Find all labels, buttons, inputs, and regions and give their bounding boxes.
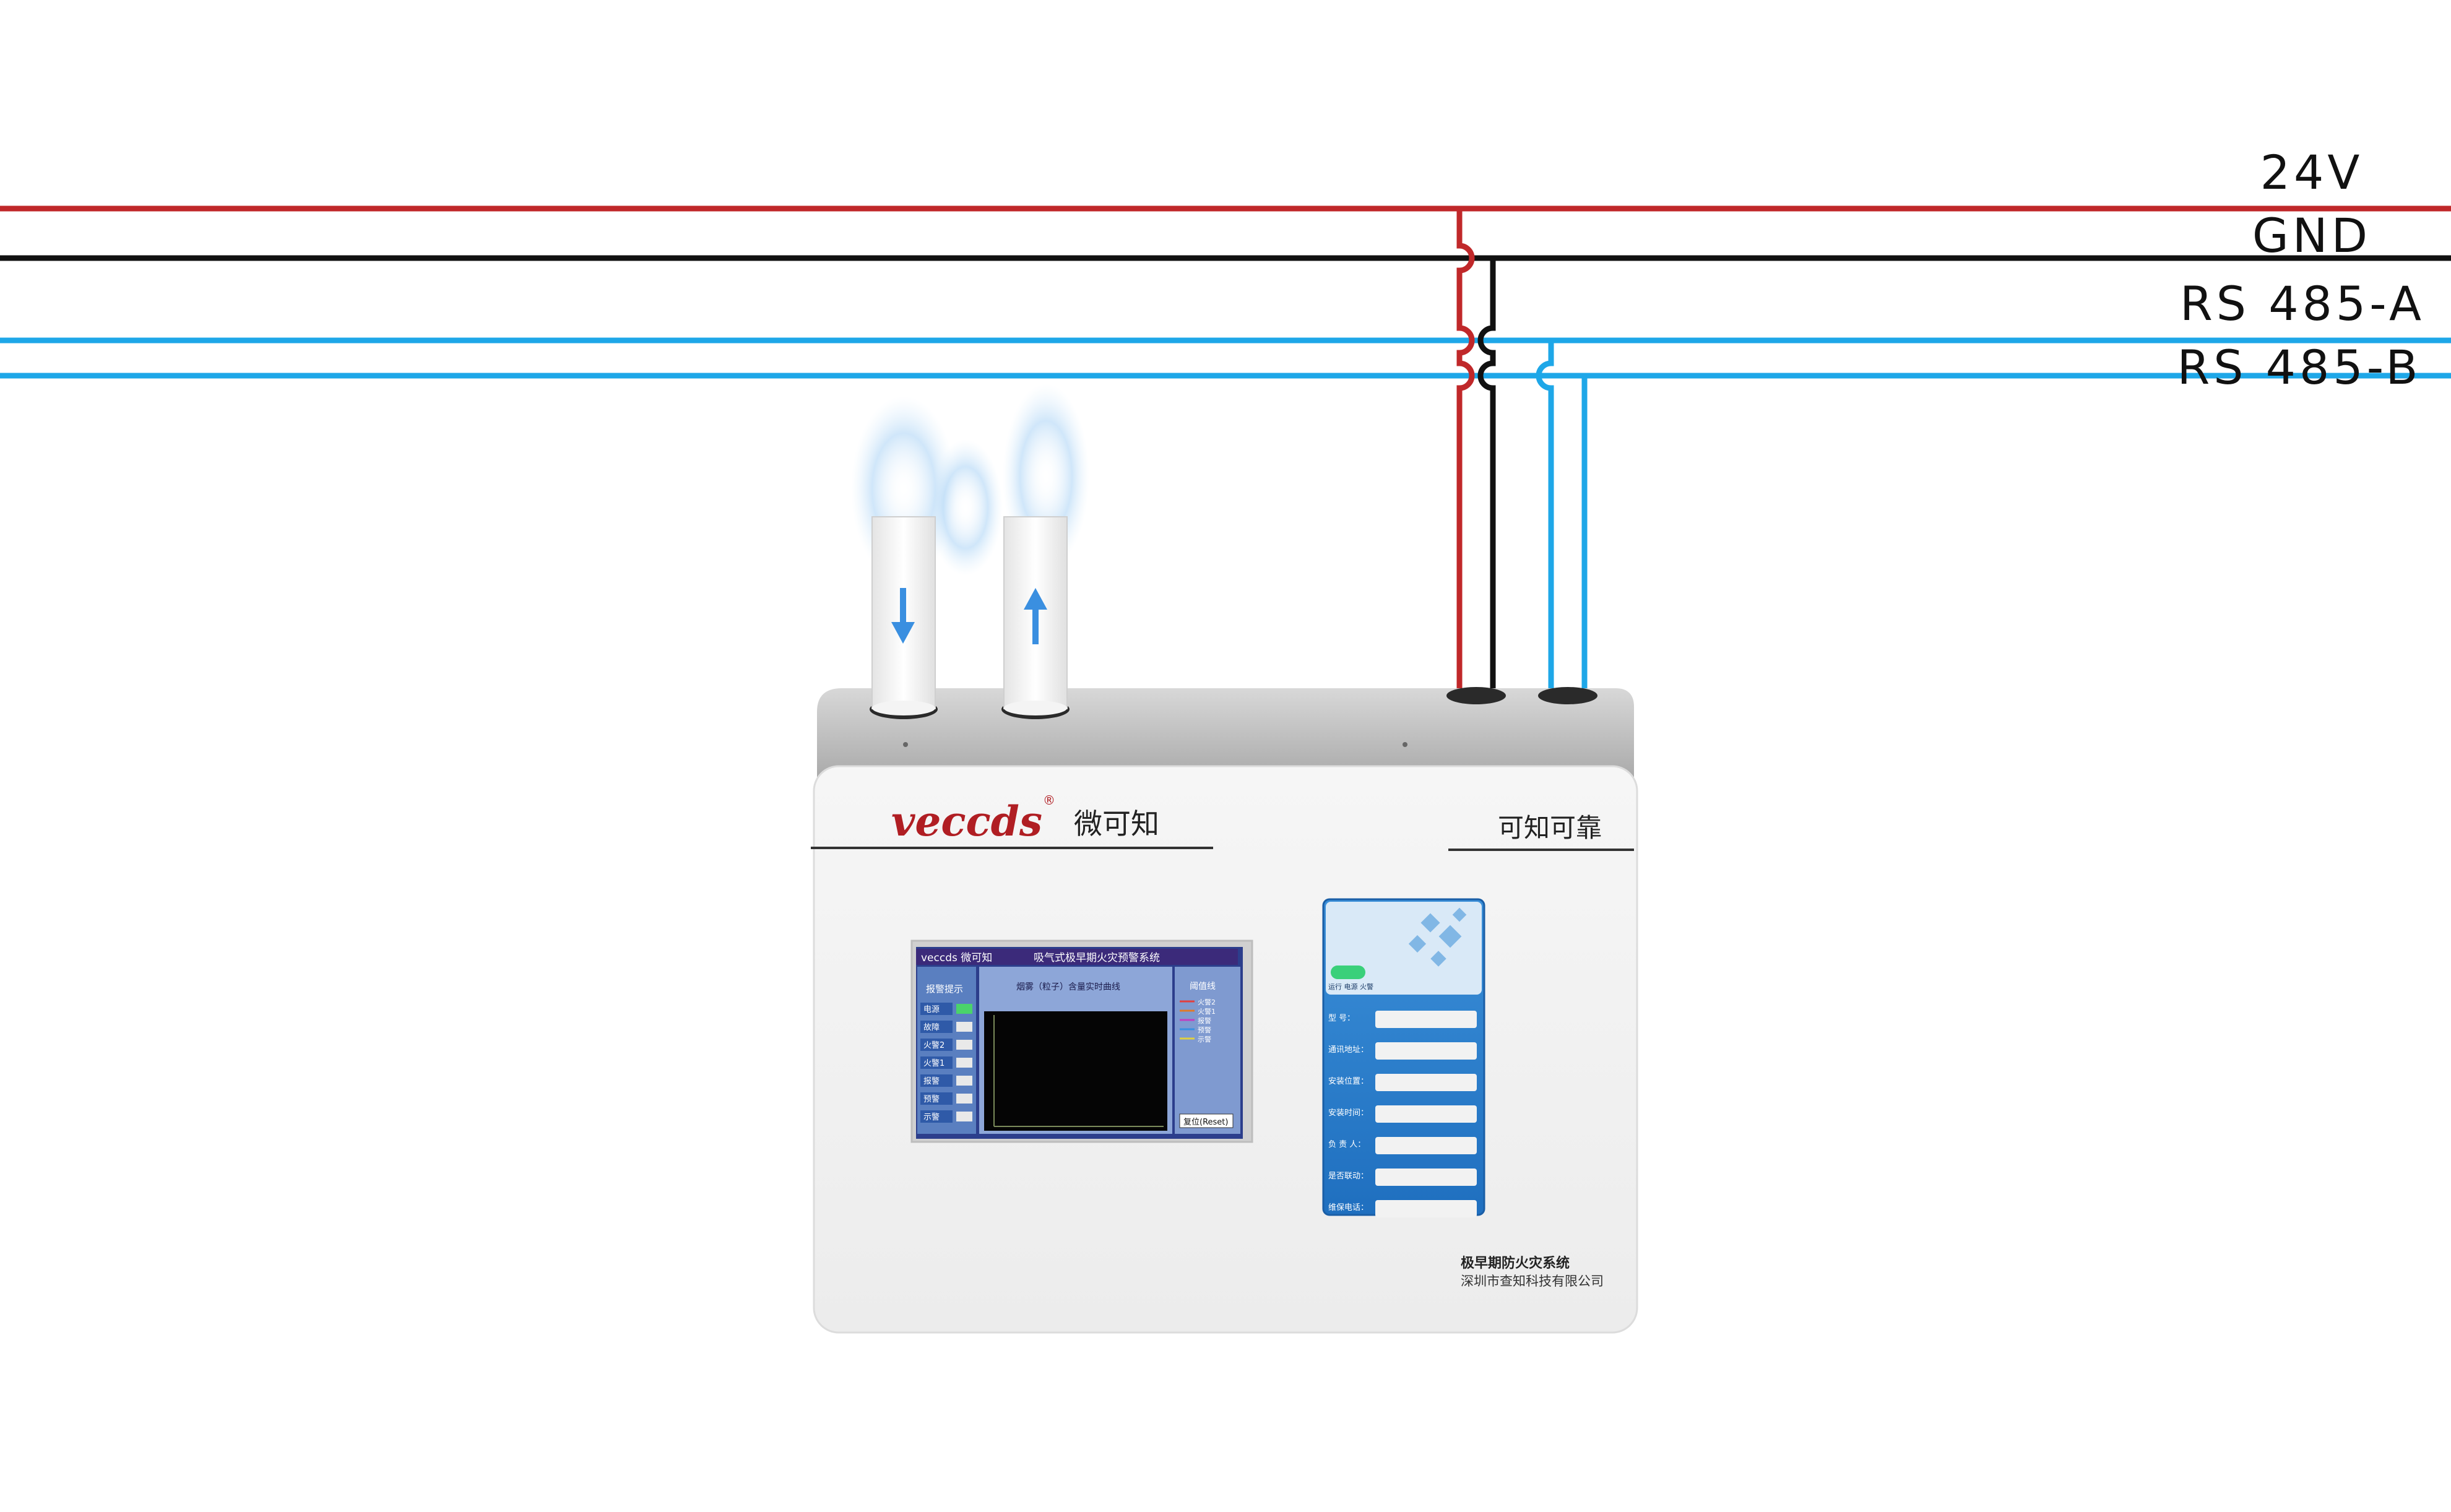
alarm-indicator-item: 火警1 <box>920 1056 972 1069</box>
card-field: 维保电话： <box>1328 1200 1477 1217</box>
alarm-indicator-lamp <box>956 1112 972 1121</box>
label-card: 运行 电源 火警 型 号： 通讯地址： 安装位置： 安装时间： 负 责 人： 是否联动： 维… <box>1322 898 1485 1217</box>
legend-item-label: 火警2 <box>1198 998 1216 1006</box>
brand-registered-mark: ® <box>1043 793 1055 808</box>
card-field: 型 号： <box>1328 1011 1477 1028</box>
alarm-indicator-lamp <box>956 1076 972 1086</box>
alarm-indicator-label: 预警 <box>923 1094 940 1104</box>
screen-header-title: 吸气式极早期火灾预警系统 <box>1034 952 1160 964</box>
alarm-indicator-label: 火警1 <box>923 1058 945 1068</box>
card-field-value-box[interactable] <box>1375 1169 1477 1186</box>
card-field: 安装时间： <box>1328 1105 1477 1123</box>
alarm-indicator-item: 故障 <box>920 1021 972 1033</box>
reset-button-label: 复位(Reset) <box>1183 1118 1228 1127</box>
card-field-label: 型 号： <box>1328 1014 1355 1023</box>
card-field-label: 安装位置： <box>1328 1077 1368 1086</box>
alarm-indicator-item: 示警 <box>920 1110 972 1123</box>
card-field-label: 是否联动： <box>1328 1172 1368 1181</box>
detector-device: veccds ® 微可知 可知可靠 veccds 微可知 吸气式极早期火灾预警系… <box>811 687 1638 1334</box>
card-field: 通讯地址： <box>1328 1042 1477 1060</box>
arrow-down-icon <box>891 588 915 644</box>
alarm-indicator-label: 电源 <box>923 1005 940 1014</box>
alarm-indicator-lamp <box>956 1094 972 1104</box>
brand-cn-name: 微可知 <box>1074 807 1159 840</box>
legend-item: 报警 <box>1180 1016 1211 1025</box>
card-field-label: 负 责 人： <box>1328 1140 1365 1149</box>
screen-chart-title: 烟雾（粒子）含量实时曲线 <box>1016 982 1120 992</box>
card-field-label: 安装时间： <box>1328 1108 1368 1118</box>
card-field-label: 维保电话： <box>1328 1203 1368 1212</box>
alarm-indicator-item: 火警2 <box>920 1039 972 1051</box>
arrow-up-icon <box>1024 588 1047 644</box>
label-rs485a: RS 485-A <box>2180 276 2425 331</box>
power-status-led <box>1331 966 1365 979</box>
company-name: 深圳市查知科技有限公司 <box>1461 1274 1604 1289</box>
legend-item-label: 火警1 <box>1198 1007 1216 1016</box>
system-name: 极早期防火灾系统 <box>1461 1255 1570 1271</box>
alarm-indicator-label: 报警 <box>923 1076 940 1086</box>
card-field: 是否联动： <box>1328 1169 1477 1186</box>
screen-right-title: 阈值线 <box>1190 982 1216 991</box>
card-field-value-box[interactable] <box>1375 1200 1477 1217</box>
alarm-indicator-lamp <box>956 1004 972 1014</box>
screen-header-bar <box>916 949 1238 965</box>
lcd-screen: veccds 微可知 吸气式极早期火灾预警系统 报警提示 电源故障火警2火警1报… <box>910 940 1253 1143</box>
drop-24v-wire <box>1456 209 1475 693</box>
card-field-value-box[interactable] <box>1375 1105 1477 1123</box>
drop-gnd-wire <box>1477 258 1496 693</box>
card-field-label: 通讯地址： <box>1328 1045 1368 1055</box>
reset-button[interactable] <box>1179 1113 1234 1128</box>
legend-item: 预警 <box>1180 1026 1211 1034</box>
card-field: 安装位置： <box>1328 1074 1477 1091</box>
alarm-indicator-lamp <box>956 1022 972 1032</box>
alarm-indicator-label: 火警2 <box>923 1040 945 1050</box>
card-decoration <box>1408 907 1467 967</box>
label-gnd: GND <box>2252 208 2371 263</box>
alarm-indicator-label: 示警 <box>923 1112 940 1122</box>
card-field-value-box[interactable] <box>1375 1042 1477 1060</box>
legend-item-label: 示警 <box>1198 1035 1211 1043</box>
legend-item: 火警1 <box>1180 1007 1216 1016</box>
alarm-indicator-item: 电源 <box>920 1003 972 1015</box>
card-status-text: 运行 电源 火警 <box>1328 982 1373 991</box>
sampling-pipes <box>871 516 1068 715</box>
alarm-indicator-label: 故障 <box>923 1023 940 1032</box>
card-field-value-box[interactable] <box>1375 1137 1477 1154</box>
drop-rs485a-wire <box>1536 340 1554 693</box>
comm-port <box>1538 687 1597 704</box>
legend-item: 示警 <box>1180 1035 1211 1043</box>
card-field-list: 型 号： 通讯地址： 安装位置： 安装时间： 负 责 人： 是否联动： 维保电话： <box>1328 1011 1477 1217</box>
alarm-indicator-item: 预警 <box>920 1092 972 1105</box>
bus-labels: 24V GND RS 485-A RS 485-B <box>2177 145 2425 395</box>
card-field-value-box[interactable] <box>1375 1074 1477 1091</box>
brand-logo: veccds <box>891 797 1042 845</box>
legend-item-label: 报警 <box>1198 1016 1211 1025</box>
card-field-value-box[interactable] <box>1375 1011 1477 1028</box>
alarm-indicator-lamp <box>956 1040 972 1050</box>
card-field: 负 责 人： <box>1328 1137 1477 1154</box>
label-24v: 24V <box>2260 145 2364 200</box>
power-port <box>1446 687 1506 704</box>
label-rs485b: RS 485-B <box>2177 340 2421 395</box>
alarm-indicator-lamp <box>956 1058 972 1068</box>
alarm-indicator-item: 报警 <box>920 1074 972 1087</box>
screen-header-brand: veccds 微可知 <box>921 952 992 964</box>
slogan: 可知可靠 <box>1498 813 1602 843</box>
chart-plot-area <box>984 1011 1167 1131</box>
legend-item: 火警2 <box>1180 998 1216 1006</box>
drop-wires <box>1456 209 1588 693</box>
bus-lines <box>0 205 2451 379</box>
screen-left-title: 报警提示 <box>926 983 963 995</box>
legend-item-label: 预警 <box>1198 1026 1211 1034</box>
